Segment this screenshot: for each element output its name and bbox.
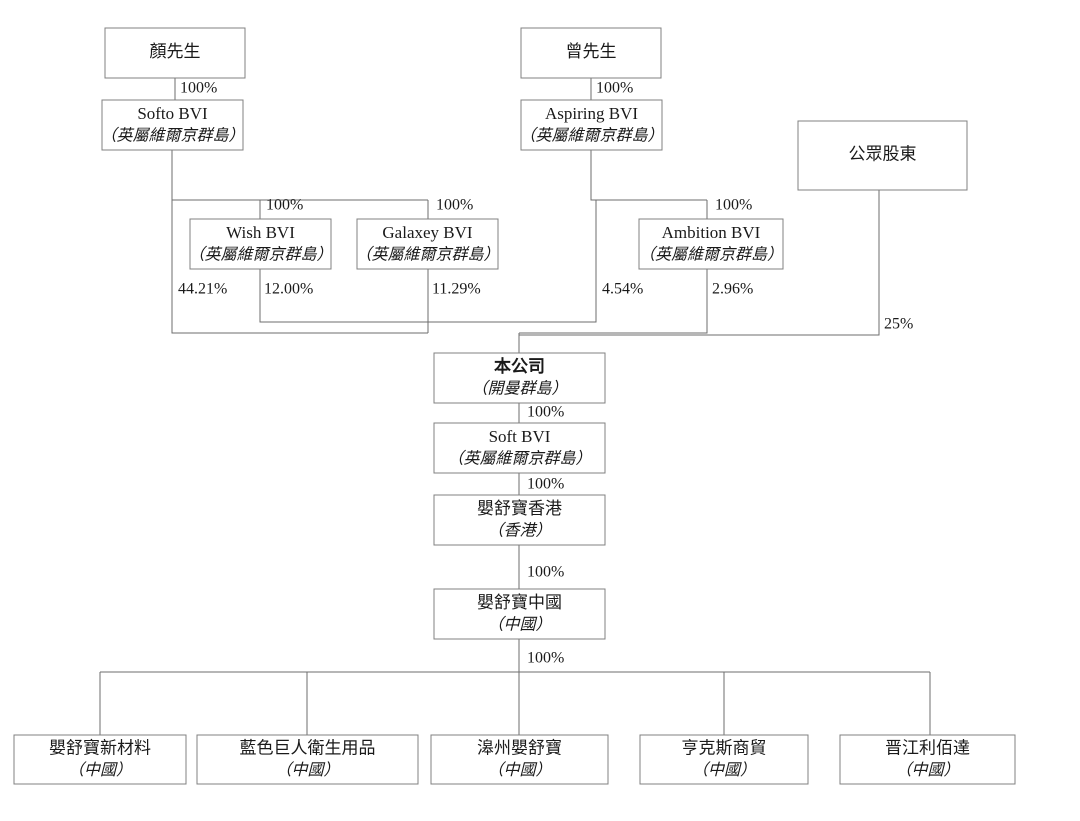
node-box-galaxey (356, 218, 499, 270)
pct-soft-hk: 100% (527, 476, 564, 493)
node-box-ambition (638, 218, 784, 270)
node-box-yan (104, 27, 246, 79)
node-name-chuzhou: 滜州嬰舒寶 (477, 737, 562, 757)
node-box-zeng (520, 27, 662, 79)
node-jurisdiction-wish: （英屬維爾京群島） (188, 246, 332, 264)
edge-public-out (519, 190, 880, 336)
node-jurisdiction-newmaterial: （中國） (68, 761, 132, 779)
node-jurisdiction-softo: （英屬維爾京群島） (100, 127, 244, 145)
node-box-hk (433, 494, 606, 546)
edge-aspiring-bus (590, 150, 707, 201)
node-box-hengkesi (639, 734, 809, 785)
node-yan[interactable]: 顏先生 (104, 27, 246, 79)
node-galaxey[interactable]: Galaxey BVI （英屬維爾京群島） (355, 218, 500, 270)
node-name-public: 公眾股東 (849, 144, 917, 163)
node-jurisdiction-company: （開曼群島） (471, 380, 567, 398)
node-jurisdiction-china: （中國） (487, 616, 551, 634)
node-jurisdiction-hengkesi: （中國） (692, 761, 756, 779)
percentage-layer: 100% 100% 100% 100% 100% 44.21% 12.00% 11.29% 4.… (178, 80, 913, 667)
node-box-company (433, 352, 606, 404)
node-box-softbvi (433, 422, 606, 474)
node-name-galaxey: Galaxey BVI (382, 223, 473, 242)
pct-softo-wish: 100% (266, 197, 303, 214)
node-china[interactable]: 嬰舒寶中國 （中國） (433, 588, 606, 640)
node-name-aspiring: Aspiring BVI (545, 104, 638, 123)
pct-china-subs: 100% (527, 650, 564, 667)
edge-amb-out (519, 269, 708, 334)
node-ambition[interactable]: Ambition BVI （英屬維爾京群島） (638, 218, 784, 270)
pct-wish-direct: 12.00% (264, 281, 313, 298)
node-box-jinjiang (839, 734, 1016, 785)
pct-aspiring-amb: 100% (715, 197, 752, 214)
node-box-softo (101, 99, 244, 151)
edge-softo-left (171, 200, 428, 334)
node-name-softo: Softo BVI (137, 104, 208, 123)
node-box-china (433, 588, 606, 640)
pct-aspiring-direct: 4.54% (602, 281, 643, 298)
node-box-newmaterial (13, 734, 187, 785)
node-name-company: 本公司 (494, 356, 545, 376)
node-newmaterial[interactable]: 嬰舒寶新材料 （中國） (13, 734, 187, 785)
edge-layer (99, 78, 931, 735)
node-name-bluegiant: 藍色巨人衛生用品 (240, 738, 376, 757)
node-box-chuzhou (430, 734, 609, 785)
pct-softo-direct: 44.21% (178, 281, 227, 298)
edge-wish-out (259, 269, 428, 323)
node-name-ambition: Ambition BVI (662, 223, 761, 242)
node-chuzhou[interactable]: 滜州嬰舒寶 （中國） (430, 734, 609, 785)
pct-public-direct: 25% (884, 316, 913, 333)
node-name-softbvi: Soft BVI (489, 427, 551, 446)
node-zeng[interactable]: 曾先生 (520, 27, 662, 79)
node-box-public (797, 120, 968, 191)
pct-ambition-direct: 2.96% (712, 281, 753, 298)
pct-company-soft: 100% (527, 404, 564, 421)
node-name-jinjiang: 晋江利佰達 (885, 738, 970, 757)
node-name-wish: Wish BVI (226, 223, 295, 242)
edge-aspiring-left (428, 200, 597, 323)
node-company[interactable]: 本公司 （開曼群島） (433, 352, 606, 404)
node-box-bluegiant (196, 734, 419, 785)
node-name-zeng: 曾先生 (566, 42, 617, 61)
node-jurisdiction-chuzhou: （中國） (487, 761, 551, 779)
node-jurisdiction-ambition: （英屬維爾京群島） (639, 246, 783, 264)
pct-hk-china: 100% (527, 564, 564, 581)
node-aspiring[interactable]: Aspiring BVI （英屬維爾京群島） (519, 99, 664, 151)
node-softbvi[interactable]: Soft BVI （英屬維爾京群島） (433, 422, 606, 474)
node-wish[interactable]: Wish BVI （英屬維爾京群島） (188, 218, 333, 270)
node-jurisdiction-aspiring: （英屬維爾京群島） (519, 127, 663, 145)
node-jurisdiction-jinjiang: （中國） (895, 761, 959, 779)
node-jurisdiction-softbvi: （英屬維爾京群島） (447, 450, 591, 468)
node-hengkesi[interactable]: 亨克斯商貿 （中國） (639, 734, 809, 785)
node-box-wish (189, 218, 332, 270)
pct-galaxey-direct: 11.29% (432, 281, 481, 298)
edge-softo-bus (171, 150, 428, 201)
node-jurisdiction-bluegiant: （中國） (275, 761, 339, 779)
node-jinjiang[interactable]: 晋江利佰達 （中國） (839, 734, 1016, 785)
node-jurisdiction-hk: （香港） (487, 522, 551, 540)
node-name-hk: 嬰舒寶香港 (477, 498, 562, 518)
pct-yan-softo: 100% (180, 80, 217, 97)
node-jurisdiction-galaxey: （英屬維爾京群島） (355, 246, 499, 264)
node-public[interactable]: 公眾股東 (797, 120, 968, 191)
node-name-newmaterial: 嬰舒寶新材料 (49, 737, 151, 757)
node-name-china: 嬰舒寶中國 (477, 592, 562, 612)
node-layer: 顏先生 曾先生 Softo BVI （英屬維爾京群島） Aspiring BVI （英屬維… (13, 27, 1016, 785)
pct-zeng-aspiring: 100% (596, 80, 633, 97)
node-bluegiant[interactable]: 藍色巨人衛生用品 （中國） (196, 734, 419, 785)
node-softo[interactable]: Softo BVI （英屬維爾京群島） (100, 99, 245, 151)
node-box-aspiring (520, 99, 663, 151)
node-name-hengkesi: 亨克斯商貿 (682, 738, 767, 757)
pct-softo-galaxey: 100% (436, 197, 473, 214)
node-name-yan: 顏先生 (150, 42, 201, 61)
node-hk[interactable]: 嬰舒寶香港 （香港） (433, 494, 606, 546)
